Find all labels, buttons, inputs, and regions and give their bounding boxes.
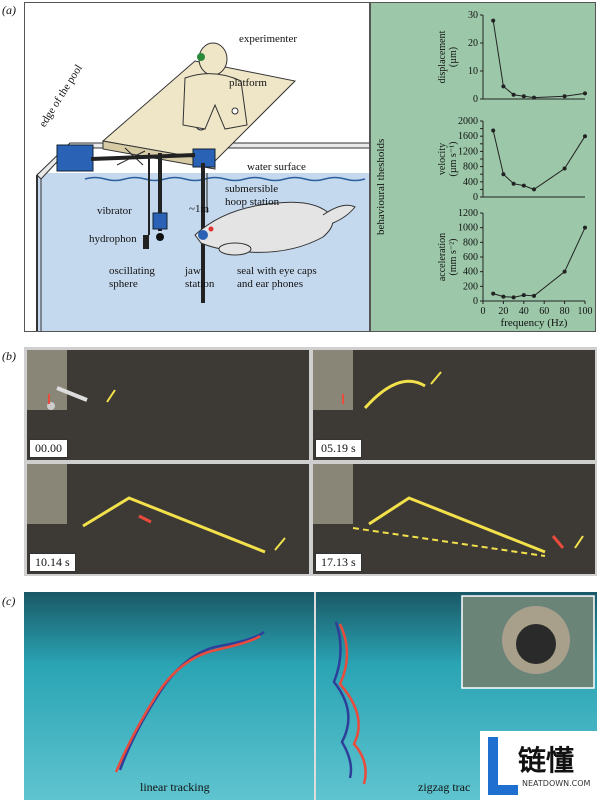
panel-label-a: (a) — [2, 3, 16, 17]
zigzag-tracking-label: zigzag trac — [418, 780, 471, 794]
label-oscillating: oscillating — [109, 265, 155, 277]
ytick-label-2-6: 1200 — [458, 208, 478, 219]
ytick-label-2-1: 200 — [463, 281, 478, 292]
ylabel-unit-0: (µm) — [448, 47, 459, 67]
label-distance: ~1m — [189, 203, 210, 215]
linear-tracking-label: linear tracking — [140, 780, 210, 794]
video-frame-2: 05.19 s — [313, 350, 595, 460]
ytick-label-2-0: 0 — [473, 296, 478, 307]
data-point-2-5 — [562, 269, 567, 274]
ytick-label-2-5: 1000 — [458, 223, 478, 234]
data-point-1-0 — [491, 128, 496, 133]
ytick-label-1-0: 0 — [473, 192, 478, 203]
ytick-label-1-10: 2000 — [458, 116, 478, 127]
pool-illustration — [36, 42, 374, 331]
timestamp-4: 17.13 s — [315, 553, 362, 572]
label-submersible: submersible — [225, 183, 279, 195]
data-point-2-4 — [532, 293, 536, 298]
label-water-surface: water surface — [247, 161, 306, 173]
panel-b-video-frames: 00.00 05.19 s 10.14 s 17.13 s — [24, 347, 597, 576]
video-frame-4: 17.13 s — [313, 464, 595, 574]
xtick-label-2: 40 — [519, 306, 529, 317]
watermark-url: NEATDOWN.COM — [522, 779, 591, 788]
data-point-2-1 — [501, 294, 506, 299]
label-sphere: sphere — [109, 278, 138, 290]
data-point-1-5 — [562, 166, 567, 171]
label-seal-line2: and ear phones — [237, 278, 303, 290]
data-point-2-6 — [583, 225, 587, 230]
data-point-2-0 — [491, 291, 496, 296]
label-hydrophon: hydrophon — [89, 233, 137, 245]
ytick-label-0-3: 30 — [468, 10, 478, 21]
label-station: station — [185, 278, 215, 290]
series-line-2 — [493, 227, 586, 298]
ytick-label-1-6: 1200 — [458, 146, 478, 157]
video-frame-1: 00.00 — [27, 350, 309, 460]
label-seal-line1: seal with eye caps — [237, 265, 317, 277]
data-point-1-2 — [511, 181, 516, 186]
xtick-label-1: 20 — [498, 306, 508, 317]
ytick-label-0-2: 20 — [468, 38, 478, 49]
data-point-0-6 — [583, 91, 587, 96]
xtick-label-5: 100 — [578, 306, 593, 317]
ylabel-1: velocity — [437, 143, 448, 175]
ylabel-unit-2: (mm s⁻²) — [448, 239, 459, 276]
data-point-1-4 — [532, 187, 536, 192]
label-hoop-station: hoop station — [225, 196, 280, 208]
data-point-0-0 — [491, 18, 496, 23]
ytick-label-0-0: 0 — [473, 94, 478, 105]
data-point-0-4 — [532, 95, 536, 100]
data-point-1-1 — [501, 172, 506, 177]
xlabel: frequency (Hz) — [501, 317, 568, 329]
ytick-label-0-1: 10 — [468, 66, 478, 77]
ytick-label-2-3: 600 — [463, 252, 478, 263]
data-point-1-3 — [521, 183, 526, 188]
threshold-charts-svg: 0102030displacement(µm)04008001200160020… — [437, 10, 593, 329]
data-point-0-1 — [501, 84, 506, 89]
ytick-label-2-4: 800 — [463, 237, 478, 248]
watermark-brand: 链懂 — [518, 744, 575, 777]
frame-1-image — [27, 350, 116, 410]
ylabel-unit-1: (µm s⁻¹) — [448, 142, 459, 177]
frame-2-image — [313, 350, 442, 410]
frame-4-image — [313, 464, 584, 557]
ylabel-2: acceleration — [437, 233, 448, 281]
data-point-0-3 — [521, 94, 526, 99]
xtick-label-4: 80 — [560, 306, 570, 317]
data-point-2-2 — [511, 295, 516, 300]
ytick-label-1-8: 1600 — [458, 131, 478, 142]
timestamp-3: 10.14 s — [29, 553, 76, 572]
pool-scene-diagram: experimenter platform edge of the pool w… — [25, 3, 374, 331]
label-platform: platform — [229, 77, 267, 89]
ytick-label-1-2: 400 — [463, 177, 478, 188]
timestamp-2: 05.19 s — [315, 439, 362, 458]
data-point-0-5 — [562, 94, 567, 99]
panel-a-experiment-setup: experimenter platform edge of the pool w… — [24, 2, 596, 332]
label-jaw: jaw — [185, 265, 201, 277]
frame-3-image — [27, 464, 286, 554]
ytick-label-1-4: 800 — [463, 162, 478, 173]
panel-label-c: (c) — [2, 594, 16, 608]
xtick-label-3: 60 — [539, 306, 549, 317]
video-frame-3: 10.14 s — [27, 464, 309, 574]
series-line-0 — [492, 20, 586, 99]
data-point-2-3 — [521, 293, 526, 298]
label-experimenter: experimenter — [239, 33, 298, 45]
panel-label-b: (b) — [2, 349, 16, 363]
ytick-label-2-2: 400 — [463, 267, 478, 278]
label-vibrator: vibrator — [97, 205, 132, 217]
xtick-label-0: 0 — [481, 306, 486, 317]
ylabel-0: displacement — [437, 30, 448, 83]
series-line-1 — [492, 130, 586, 190]
timestamp-1: 00.00 — [29, 439, 68, 458]
neatdown-watermark: 链懂 NEATDOWN.COM — [480, 731, 600, 801]
neatdown-logo-icon — [488, 737, 518, 795]
data-point-0-2 — [511, 92, 516, 97]
data-point-1-6 — [583, 134, 587, 139]
